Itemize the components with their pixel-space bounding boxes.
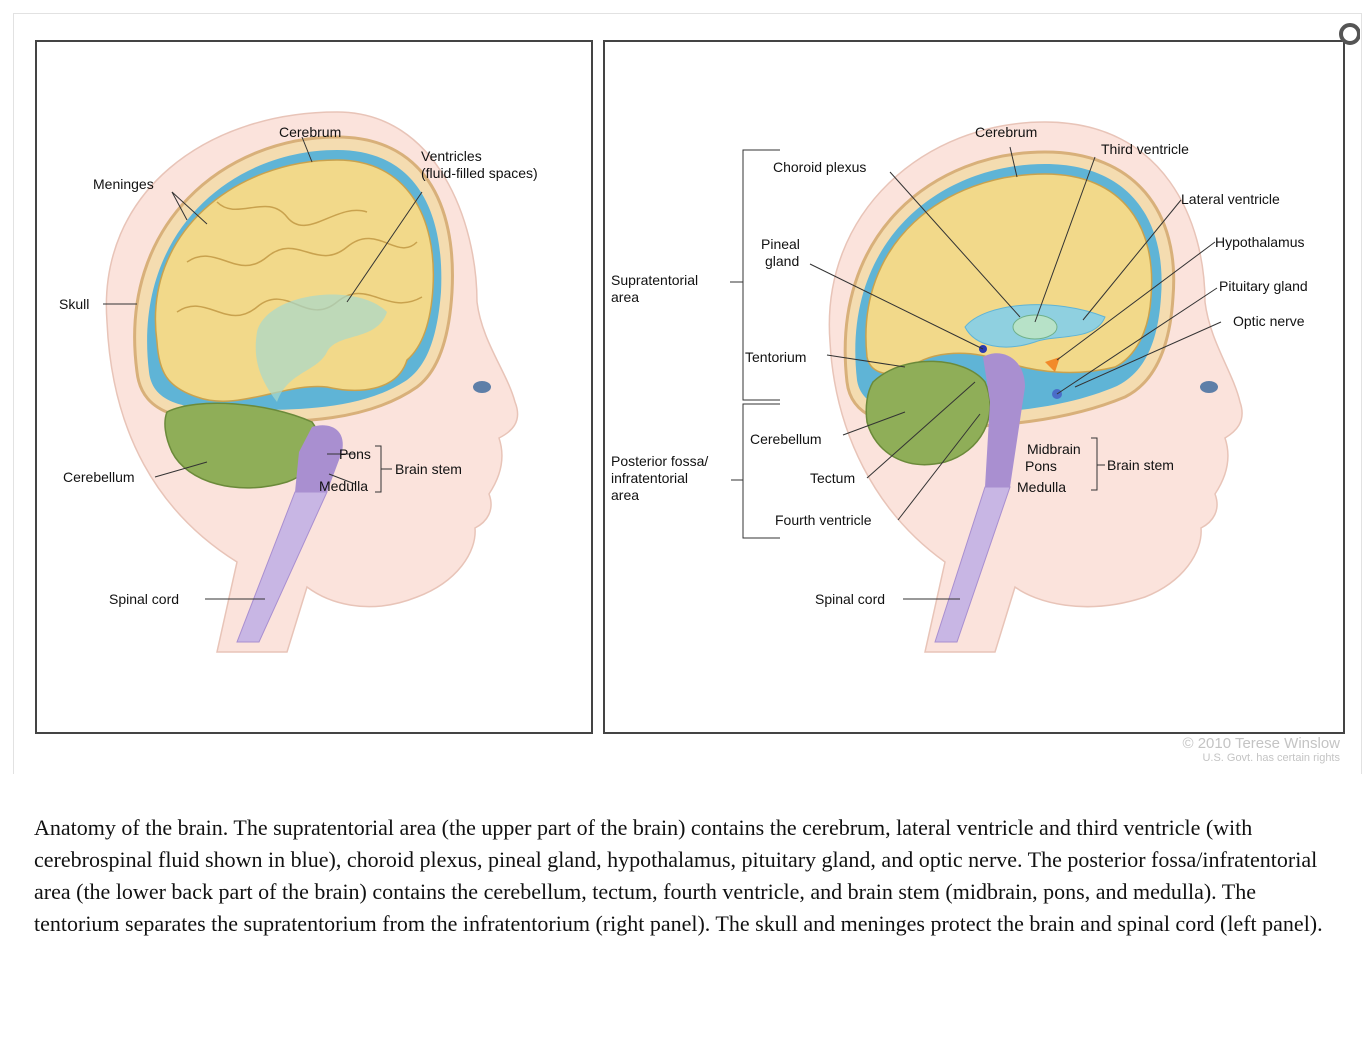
brain-panel-right: Cerebrum Third ventricle Choroid plexus … <box>603 40 1345 734</box>
brain-panel-left: Cerebrum Ventricles (fluid-filled spaces… <box>35 40 593 734</box>
label-pituitary-gland: Pituitary gland <box>1219 278 1308 294</box>
label-brain-stem: Brain stem <box>395 461 462 477</box>
label-brain-stem: Brain stem <box>1107 457 1174 473</box>
label-midbrain: Midbrain <box>1027 441 1081 457</box>
credit-line-2: U.S. Govt. has certain rights <box>1182 752 1340 765</box>
label-skull: Skull <box>59 296 89 312</box>
label-posterior-fossa: Posterior fossa/ <box>611 453 708 469</box>
label-spinal-cord: Spinal cord <box>815 591 885 607</box>
label-pons: Pons <box>1025 458 1057 474</box>
label-supratentorial: Supratentorial <box>611 272 698 288</box>
label-cerebrum: Cerebrum <box>279 124 341 140</box>
label-pineal: Pineal <box>761 236 800 252</box>
label-third-ventricle: Third ventricle <box>1101 141 1189 157</box>
credit-line-1: © 2010 Terese Winslow <box>1182 736 1340 752</box>
eye <box>473 381 491 393</box>
label-pons: Pons <box>339 446 371 462</box>
label-cerebellum: Cerebellum <box>750 431 822 447</box>
label-meninges: Meninges <box>93 176 154 192</box>
eye <box>1200 381 1218 393</box>
figure-caption: Anatomy of the brain. The supratentorial… <box>34 812 1334 940</box>
label-lateral-ventricle: Lateral ventricle <box>1181 191 1280 207</box>
brain-illustration-left: Cerebrum Ventricles (fluid-filled spaces… <box>37 42 591 732</box>
label-cerebellum: Cerebellum <box>63 469 135 485</box>
label-infratentorial-area: area <box>611 487 639 503</box>
third-ventricle-shape <box>1013 315 1057 339</box>
label-supratentorial-area: area <box>611 289 639 305</box>
label-pineal-gland: gland <box>765 253 799 269</box>
label-optic-nerve: Optic nerve <box>1233 313 1305 329</box>
label-hypothalamus: Hypothalamus <box>1215 234 1305 250</box>
label-tectum: Tectum <box>810 470 855 486</box>
label-tentorium: Tentorium <box>745 349 806 365</box>
label-ventricles-sub: (fluid-filled spaces) <box>421 165 538 181</box>
label-spinal-cord: Spinal cord <box>109 591 179 607</box>
label-cerebrum: Cerebrum <box>975 124 1037 140</box>
label-infratentorial: infratentorial <box>611 470 688 486</box>
magnifier-icon[interactable] <box>1336 22 1360 50</box>
copyright-credit: © 2010 Terese Winslow U.S. Govt. has cer… <box>1182 736 1340 765</box>
label-ventricles: Ventricles <box>421 148 482 164</box>
label-medulla: Medulla <box>1017 479 1066 495</box>
brain-illustration-right: Cerebrum Third ventricle Choroid plexus … <box>605 42 1343 732</box>
label-fourth-ventricle: Fourth ventricle <box>775 512 872 528</box>
label-medulla: Medulla <box>319 478 368 494</box>
label-choroid-plexus: Choroid plexus <box>773 159 866 175</box>
